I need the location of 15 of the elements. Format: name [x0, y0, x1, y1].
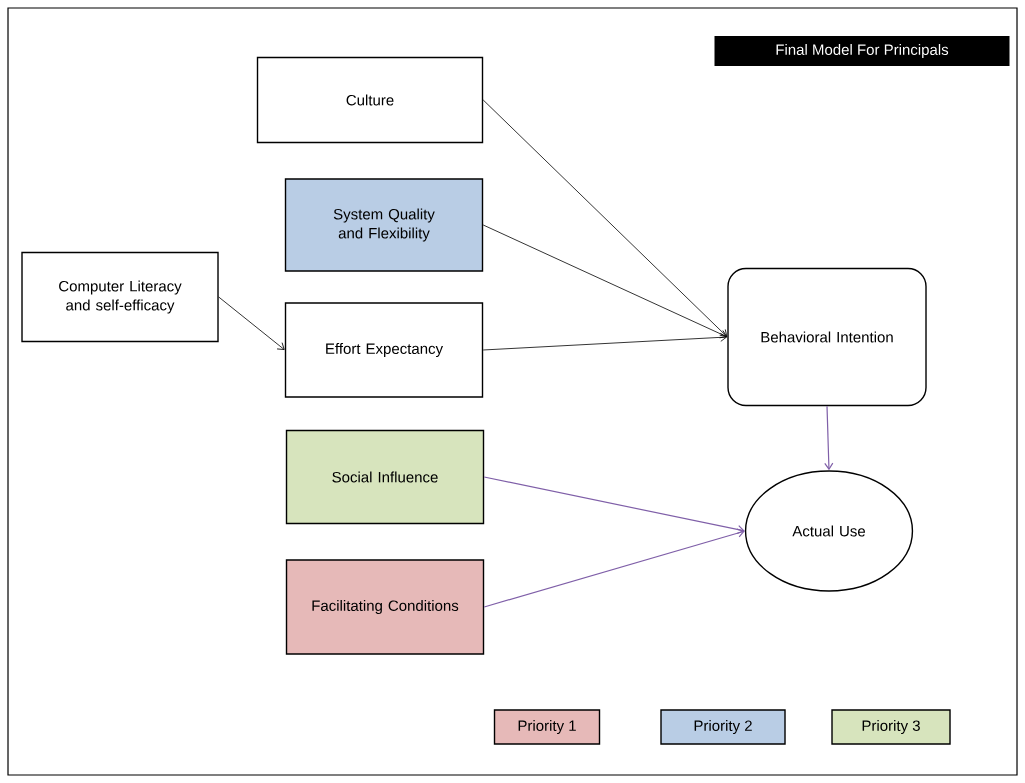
process-box: Social Influence [285, 429, 485, 525]
arrow [824, 405, 834, 471]
process-box: System Quality and Flexibility [284, 178, 484, 272]
process-box: Culture [256, 56, 484, 144]
process-box: Facilitating Conditions [285, 559, 485, 655]
arrow [218, 296, 285, 350]
arrow [483, 528, 745, 608]
arrow [482, 224, 728, 339]
process-box: Effort Expectancy [284, 302, 484, 398]
arrow [482, 332, 727, 351]
arrow [482, 99, 728, 337]
rounded-box: Behavioral Intention [727, 267, 927, 407]
process-box: Computer Literacy and self-efficacy [21, 251, 219, 343]
arrow [483, 476, 745, 535]
title-banner: Final Model For Principals [714, 36, 1010, 66]
